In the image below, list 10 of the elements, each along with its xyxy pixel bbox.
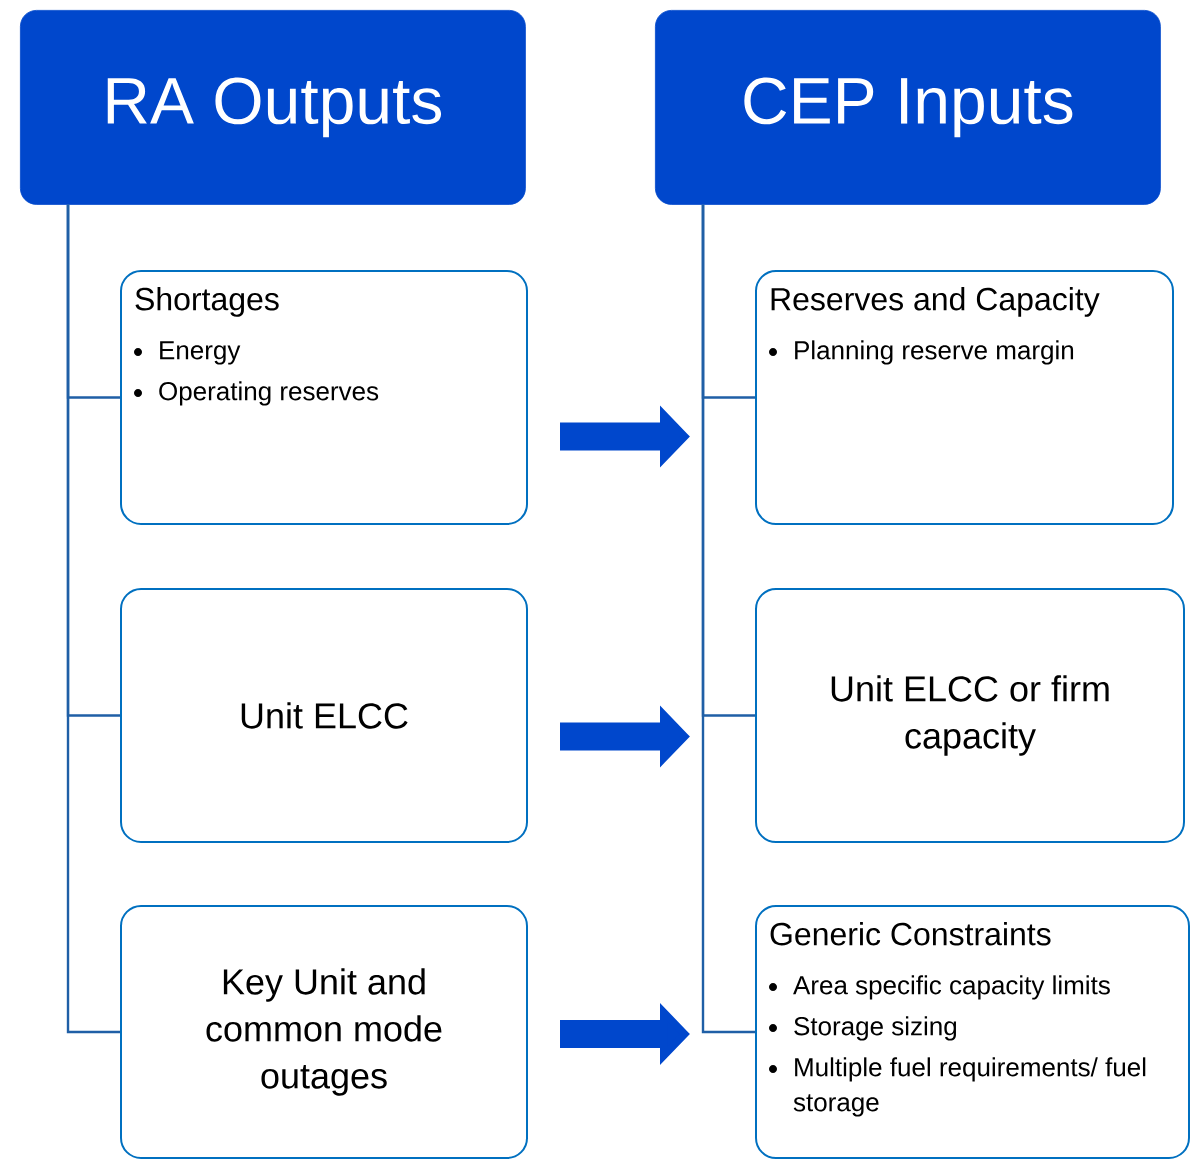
header-box: RA Outputs <box>20 10 526 205</box>
header-box: CEP Inputs <box>655 10 1161 205</box>
connector-line <box>701 204 755 1034</box>
content-box: Shortages Energy Operating reserves <box>120 270 528 525</box>
content-box: Reserves and Capacity Planning reserve margin <box>755 270 1174 525</box>
content-box: Key Unit and common mode outages <box>120 905 528 1159</box>
content-box: Generic Constraints Area specific capacity limits Storage sizing Multiple fuel requirements/ fuel storage <box>755 905 1190 1159</box>
content-box: Unit ELCC or firm capacity <box>755 588 1185 843</box>
content-box: Unit ELCC <box>120 588 528 843</box>
connector-line <box>66 204 120 1034</box>
